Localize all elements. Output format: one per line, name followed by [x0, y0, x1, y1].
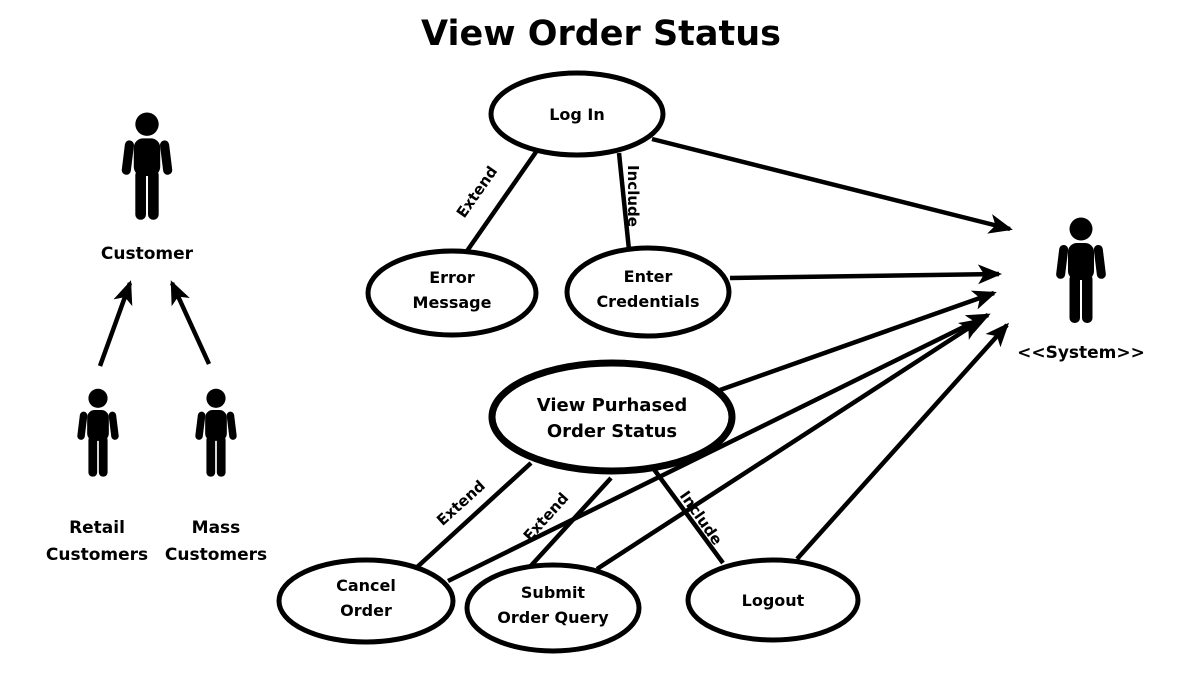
actor-customer: Customer: [101, 112, 194, 264]
arrow-cancel-order-to-system: [447, 312, 991, 584]
usecase-ellipse: [564, 245, 732, 339]
usecase-error-message: Error Message: [365, 248, 539, 338]
connector-lines: [413, 150, 725, 571]
person-icon: [194, 388, 238, 477]
arrow-retail-customers-to-customer: [97, 280, 133, 367]
usecase-label: Error: [429, 268, 475, 287]
usecase-label: Order Status: [547, 421, 677, 442]
relationship-labels: Extend Include Extend Extend Include: [433, 163, 726, 549]
usecase-label: Enter: [624, 267, 673, 286]
actor-label: Retail: [69, 518, 125, 538]
usecase-label: Log In: [549, 105, 605, 124]
usecase-submit-order-query: Submit Order Query: [464, 562, 642, 654]
actor-label: Customer: [101, 244, 194, 264]
actor-label: Customers: [46, 545, 148, 565]
arrow-mass-customers-to-customer: [169, 280, 212, 365]
usecase-label: Submit: [521, 583, 586, 602]
actor-mass-customers: Mass Customers: [165, 388, 267, 565]
connector-view-status-to-logout: [651, 466, 725, 565]
relationship-label-extend-cancel-order: Extend: [433, 477, 489, 530]
usecase-ellipse: [488, 70, 666, 158]
usecase-label: Order: [340, 601, 392, 620]
usecase-label: Message: [413, 293, 492, 312]
actor-retail-customers: Retail Customers: [46, 388, 148, 565]
usecase-label: View Purhased: [537, 395, 688, 416]
usecase-label: Credentials: [596, 292, 699, 311]
usecase-ellipse: [685, 557, 861, 643]
usecase-ellipse: [488, 359, 736, 475]
usecase-enter-credentials: Enter Credentials: [564, 245, 732, 339]
arrow-submit-query-to-system: [595, 318, 984, 571]
usecase-label: Cancel: [336, 576, 396, 595]
usecase-label: Order Query: [497, 608, 609, 627]
arrow-view-status-to-system: [719, 290, 997, 393]
usecase-label: Logout: [742, 591, 805, 610]
actor-label: Customers: [165, 545, 267, 565]
relationship-label-include-enter-credentials: Include: [624, 165, 642, 227]
connector-login-to-error-message: [465, 150, 538, 253]
person-icon: [76, 388, 120, 477]
usecase-ellipse: [276, 557, 456, 645]
person-icon: [1055, 217, 1107, 323]
usecase-view-purchased-order-status: View Purhased Order Status: [488, 359, 736, 475]
relationship-label-extend-submit-query: Extend: [520, 489, 573, 545]
usecase-ellipse: [365, 248, 539, 338]
relationship-label-include-logout: Include: [676, 487, 726, 548]
arrow-lines: [97, 136, 1013, 584]
actor-system: <<System>>: [1017, 217, 1145, 363]
person-icon: [121, 112, 173, 220]
usecase-ellipse: [464, 562, 642, 654]
arrow-logout-to-system: [795, 322, 1010, 561]
actor-label: <<System>>: [1017, 343, 1145, 363]
arrow-login-to-system: [651, 136, 1013, 234]
usecase-cancel-order: Cancel Order: [276, 557, 456, 645]
arrow-enter-credentials-to-system: [729, 264, 1002, 285]
diagram-title: View Order Status: [421, 14, 781, 54]
connector-login-to-enter-credentials: [616, 152, 632, 251]
connector-view-status-to-cancel-order: [413, 461, 533, 571]
actor-label: Mass: [192, 518, 241, 538]
usecase-logout: Logout: [685, 557, 861, 643]
usecase-log-in: Log In: [488, 70, 666, 158]
